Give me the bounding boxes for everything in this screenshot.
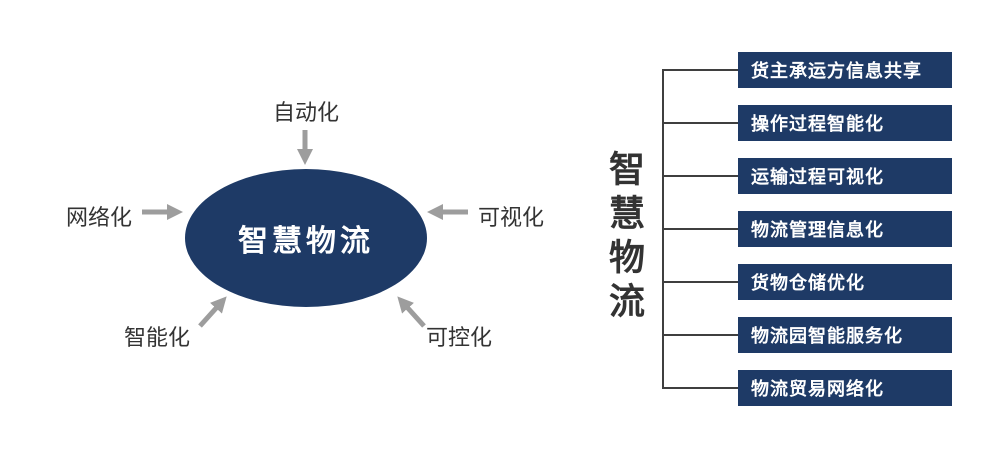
logistics-item: 运输过程可视化 xyxy=(738,158,952,194)
logistics-item: 物流园智能服务化 xyxy=(738,317,952,353)
logistics-item-label: 货物仓储优化 xyxy=(751,273,865,293)
breakdown-list: 货主承运方信息共享 操作过程智能化 运输过程可视化 物流管理信息化 货物仓储优化… xyxy=(738,52,952,406)
logistics-item-label: 运输过程可视化 xyxy=(751,167,884,187)
bracket-connector xyxy=(662,281,738,283)
logistics-item: 货物仓储优化 xyxy=(738,264,952,300)
factor-controllability-label: 可控化 xyxy=(426,325,493,350)
factor-networking-label: 网络化 xyxy=(66,205,133,230)
logistics-item-label: 操作过程智能化 xyxy=(751,114,884,134)
arrow-bottom-right-icon xyxy=(397,296,426,328)
logistics-item: 物流贸易网络化 xyxy=(738,370,952,406)
logistics-item: 操作过程智能化 xyxy=(738,105,952,141)
logistics-item-label: 物流园智能服务化 xyxy=(751,326,903,346)
logistics-item: 物流管理信息化 xyxy=(738,211,952,247)
factor-visualization-label: 可视化 xyxy=(478,205,545,230)
logistics-item-label: 物流管理信息化 xyxy=(751,220,884,240)
hub-label: 智慧物流 xyxy=(238,225,374,258)
arrows-layer xyxy=(142,130,468,328)
logistics-item-label: 货主承运方信息共享 xyxy=(751,61,922,81)
bracket-connector xyxy=(662,122,738,124)
bracket-connector xyxy=(662,69,738,71)
bracket-connector xyxy=(662,334,738,336)
vertical-title: 智慧物流 xyxy=(604,150,645,326)
bracket-connector xyxy=(662,175,738,177)
arrow-bottom-left-icon xyxy=(198,296,227,328)
bracket-connector xyxy=(662,228,738,230)
logistics-item: 货主承运方信息共享 xyxy=(738,52,952,88)
factor-intelligence-label: 智能化 xyxy=(124,325,191,350)
factor-automation-label: 自动化 xyxy=(272,100,339,125)
logistics-item-label: 物流贸易网络化 xyxy=(751,379,884,399)
bracket-connector xyxy=(662,387,738,389)
hub-ellipse: 智慧物流 xyxy=(185,169,427,307)
